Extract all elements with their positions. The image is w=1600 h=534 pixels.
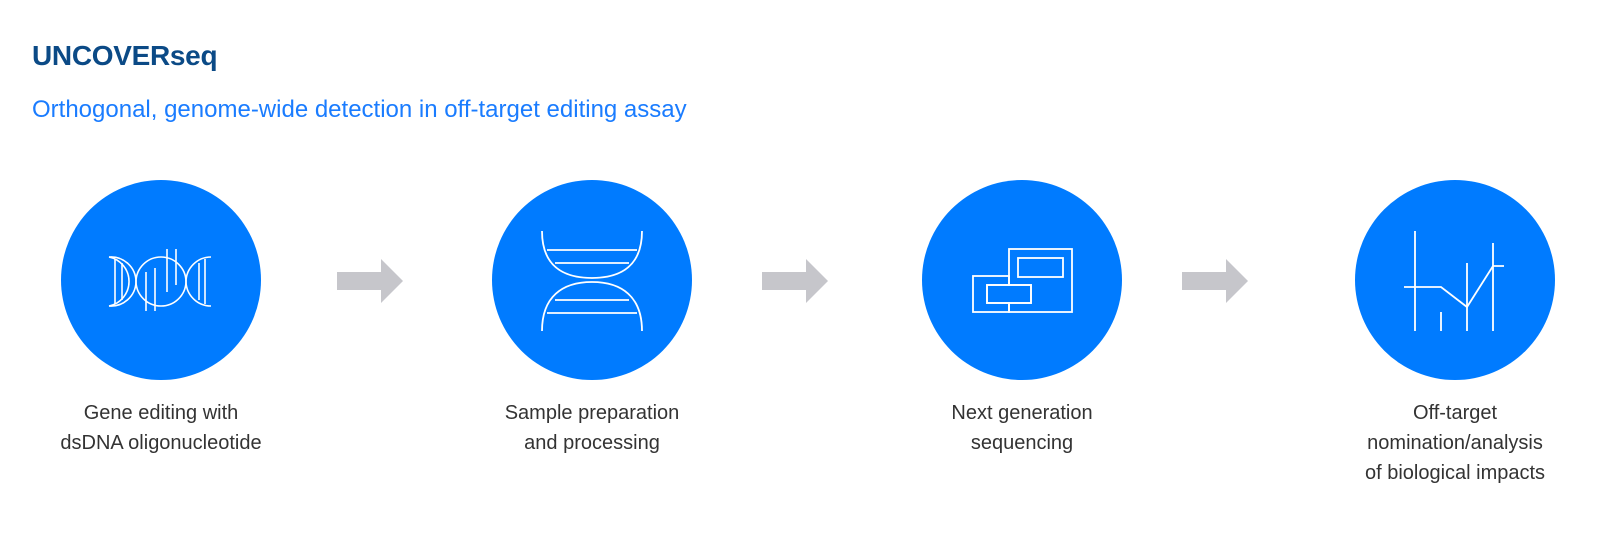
label-line: and processing: [524, 432, 660, 454]
arrow-right-icon: [762, 259, 828, 308]
page-subtitle: Orthogonal, genome-wide detection in off…: [32, 96, 687, 123]
step-gene-editing: Gene editing with dsDNA oligonucleotide: [11, 180, 311, 458]
step-off-target-analysis: Off-target nomination/analysis of biolog…: [1305, 180, 1600, 488]
label-line: Off-target: [1412, 402, 1498, 424]
step-label: Off-target nomination/analysis of biolog…: [1305, 398, 1600, 488]
label-line: of biological impacts: [1364, 462, 1546, 484]
arrow-right-icon: [337, 259, 403, 308]
dna-helix-icon: [492, 180, 692, 380]
sequencing-icon: [922, 180, 1122, 380]
dna-oligonucleotide-icon: [61, 180, 261, 380]
label-line: Gene editing with: [83, 402, 239, 424]
label-line: Next generation: [951, 402, 1093, 424]
label-line: sequencing: [970, 432, 1074, 454]
page-title: UNCOVERseq: [32, 40, 218, 71]
label-line: nomination/analysis: [1367, 432, 1543, 454]
arrow-right-icon: [1182, 259, 1248, 308]
label-line: dsDNA oligonucleotide: [60, 432, 262, 454]
step-next-generation-sequencing: Next generation sequencing: [872, 180, 1172, 458]
step-label: Sample preparation and processing: [442, 398, 742, 458]
step-label: Gene editing with dsDNA oligonucleotide: [11, 398, 311, 458]
label-line: Sample preparation: [504, 402, 680, 424]
analysis-chart-icon: [1355, 180, 1555, 380]
step-label: Next generation sequencing: [872, 398, 1172, 458]
step-sample-preparation: Sample preparation and processing: [442, 180, 742, 458]
